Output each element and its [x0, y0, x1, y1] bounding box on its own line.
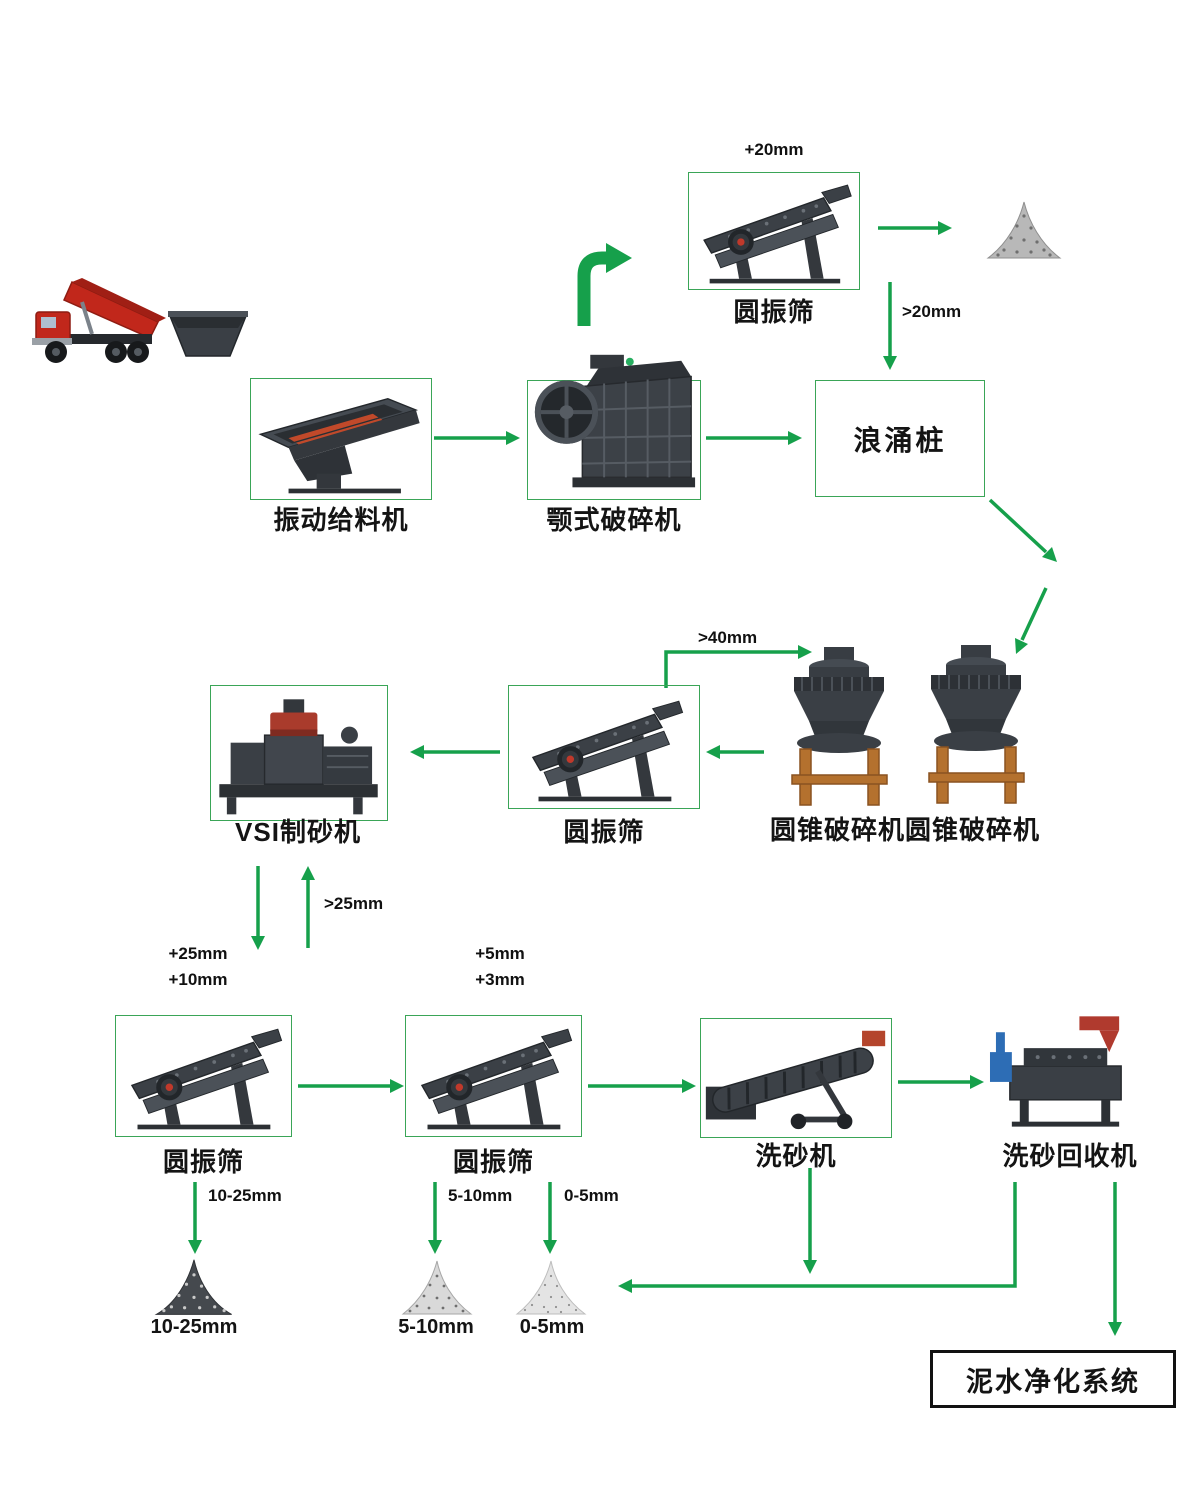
screen-b1-feed2: +10mm	[168, 970, 228, 989]
pile-10-25mm-label: 10-25mm	[150, 1316, 238, 1338]
screen-b1-box	[115, 1015, 292, 1137]
sand-recycler-image	[988, 1008, 1142, 1130]
cone-crushers-label: 圆锥破碎机圆锥破碎机	[769, 815, 1040, 845]
purification-system-box: 泥水净化系统	[930, 1350, 1176, 1408]
purification-system-label: 泥水净化系统	[966, 1366, 1140, 1397]
vibrating-screen-b1-image	[118, 1018, 288, 1134]
pile-0-5mm-image	[512, 1258, 590, 1320]
pile-5-10mm-label: 5-10mm	[398, 1316, 474, 1338]
flow-label-over25mm: >25mm	[324, 894, 384, 913]
flow-label-10-25mm: 10-25mm	[208, 1186, 282, 1205]
jaw-crusher-image	[525, 352, 703, 500]
washer-box	[700, 1018, 892, 1138]
vsi-label: VSI制砂机	[235, 817, 361, 847]
pile-5-10mm-image	[398, 1258, 476, 1320]
vibrating-screen-b2-image	[408, 1018, 578, 1134]
cone-crushers-image	[772, 640, 1044, 812]
screen-b2-label: 圆振筛	[452, 1147, 534, 1177]
recycler-label: 洗砂回收机	[1002, 1141, 1138, 1171]
pile-10-25mm-image	[148, 1256, 240, 1320]
screen-b1-feed1: +25mm	[168, 944, 228, 963]
flow-label-over40mm: >40mm	[698, 628, 758, 647]
screen-b2-box	[405, 1015, 582, 1137]
screen-b2-feed2: +3mm	[475, 970, 525, 989]
dump-truck-image	[30, 276, 180, 374]
feed-hopper-image	[168, 302, 248, 366]
screen-b1-label: 圆振筛	[162, 1147, 244, 1177]
screen-b2-feed1: +5mm	[475, 944, 525, 963]
pile-0-5mm-label: 0-5mm	[519, 1316, 585, 1338]
surge-bin-label: 浪涌桩	[853, 424, 947, 456]
screen-mid-label: 圆振筛	[563, 817, 645, 847]
flow-label-5-10mm: 5-10mm	[448, 1186, 513, 1205]
vibrating-screen-mid-image	[516, 690, 692, 806]
flow-label-plus20mm: +20mm	[744, 140, 804, 159]
flow-label-over20mm: >20mm	[902, 302, 962, 321]
flow-label-0-5mm: 0-5mm	[564, 1186, 619, 1205]
screen-top-label: 圆振筛	[733, 297, 815, 327]
feeder-box	[250, 378, 432, 500]
vsi-crusher-image	[208, 688, 390, 820]
surge-bin-box: 浪涌桩	[815, 380, 985, 497]
aggregate-pile-top-image	[984, 198, 1064, 264]
feeder-label: 振动给料机	[273, 505, 409, 535]
jaw-crusher-label: 颚式破碎机	[546, 505, 682, 535]
vsi-box	[210, 685, 388, 821]
spiral-sand-washer-image	[702, 1020, 890, 1136]
vibrating-screen-top-image	[690, 174, 858, 288]
washer-label: 洗砂机	[755, 1141, 837, 1171]
screen-mid-box	[508, 685, 700, 809]
vibrating-feeder-image	[252, 380, 430, 498]
screen-top-box	[688, 172, 860, 290]
